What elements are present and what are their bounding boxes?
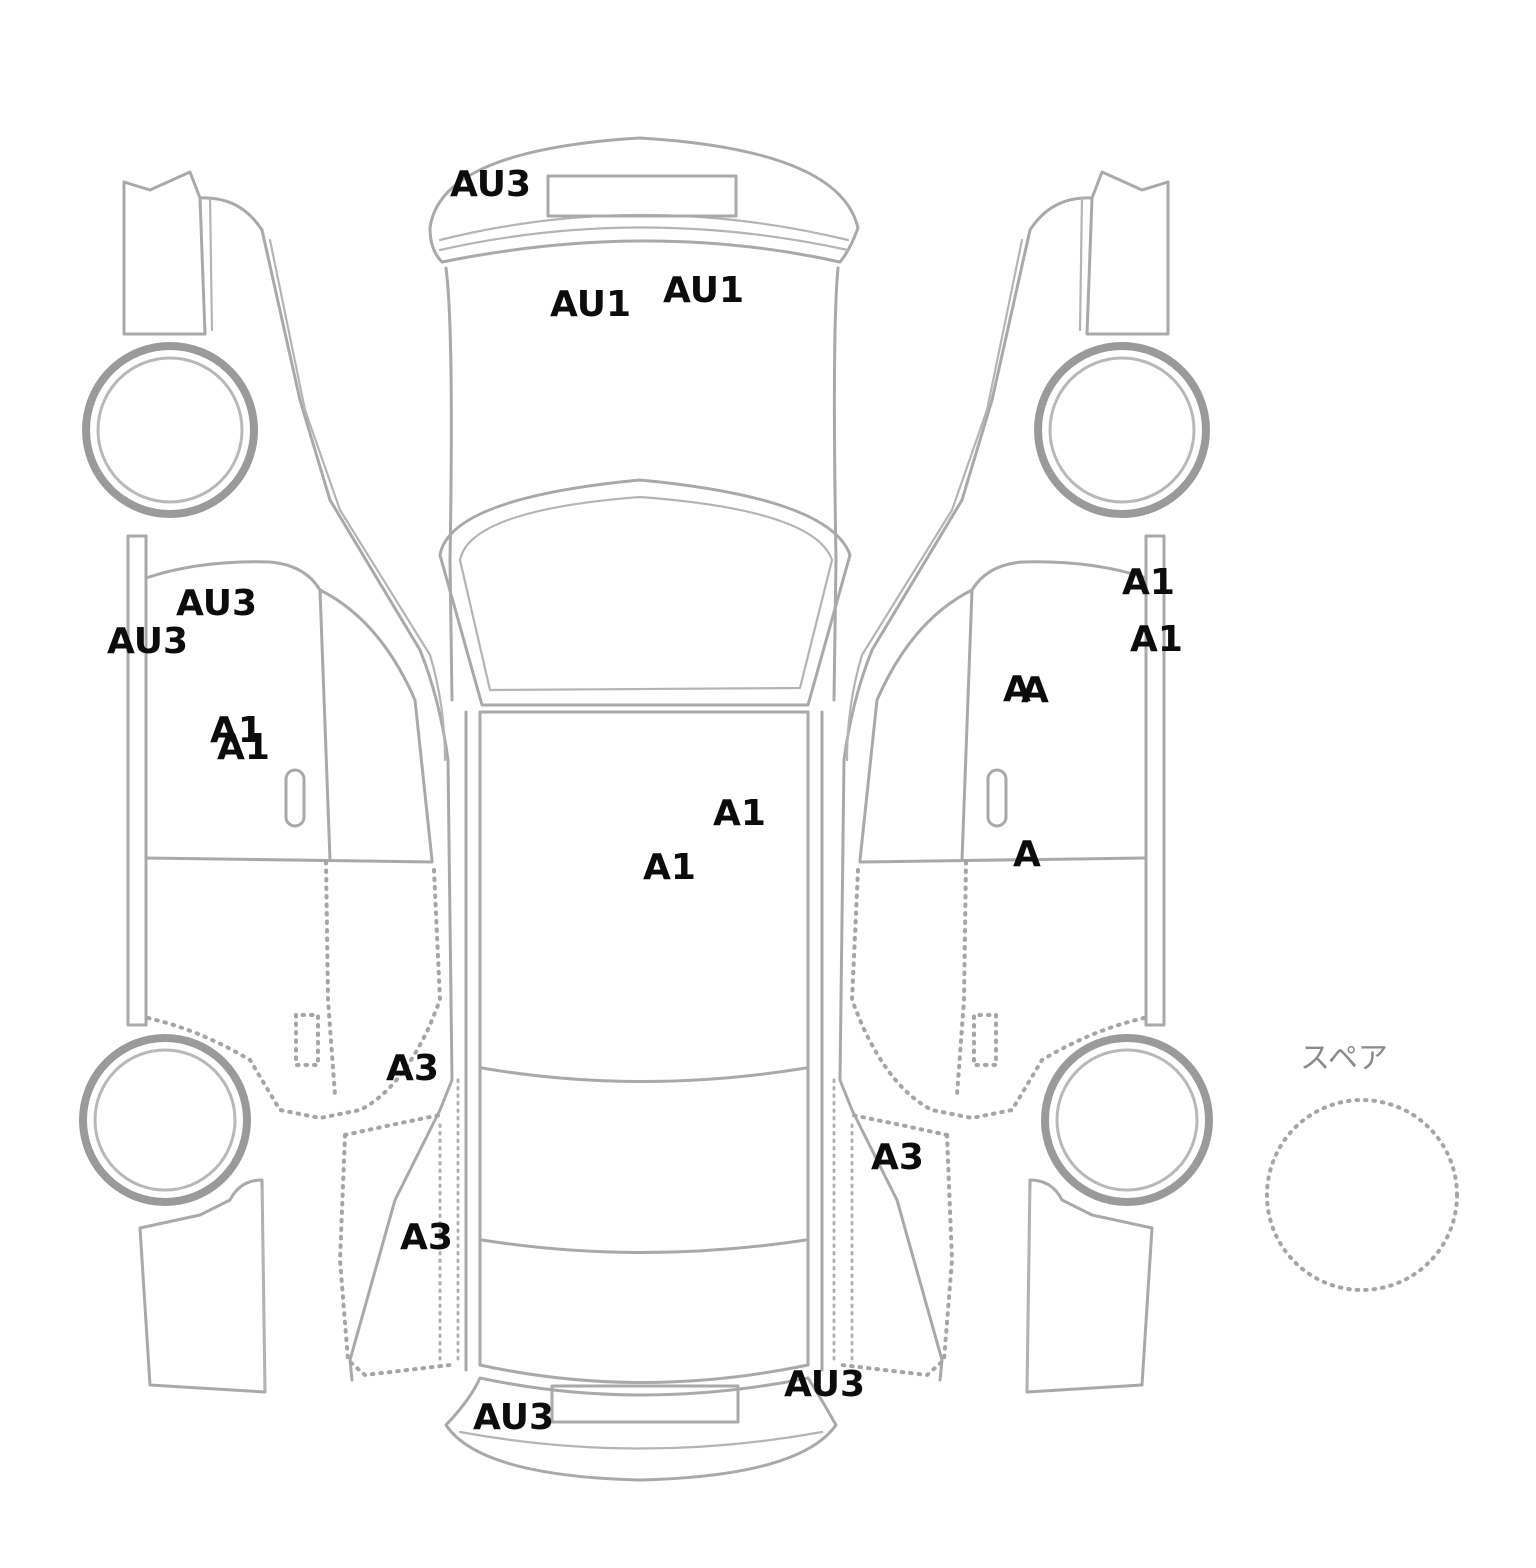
mark-left-door-1: A1	[210, 710, 263, 751]
mark-right-pillar-2: A1	[1130, 619, 1183, 660]
mark-right-pillar-1: A1	[1122, 562, 1175, 603]
spare-tire: スペア	[1265, 1041, 1459, 1292]
right-rear-wheel	[1041, 1034, 1213, 1206]
mark-rear-bumper-right: AU3	[784, 1364, 865, 1405]
mark-hood-right: AU1	[663, 270, 744, 311]
right-front-wheel	[1034, 342, 1210, 518]
right-side-view	[832, 170, 1213, 1394]
mark-roof-1: A1	[713, 793, 766, 834]
mark-rear-bumper-left: AU3	[473, 1397, 554, 1438]
top-view	[428, 136, 860, 1482]
mark-left-rear-1: A3	[386, 1048, 439, 1089]
mark-left-door-upper: AU3	[176, 583, 257, 624]
mark-right-rear: A3	[871, 1137, 924, 1178]
mark-right-door-3: A	[1013, 834, 1041, 875]
mark-hood-left: AU1	[550, 284, 631, 325]
spare-label: スペア	[1300, 1041, 1388, 1076]
left-front-wheel	[82, 342, 258, 518]
left-side-view	[79, 170, 460, 1394]
mark-right-door-1: A	[1003, 669, 1031, 710]
mark-roof-2: A1	[643, 847, 696, 888]
damage-marks: AU3 AU1 AU1 AU3 AU3 A1 A1 A3 A3 A1 A1 A1…	[107, 164, 1183, 1438]
left-rear-wheel	[79, 1034, 251, 1206]
mark-right-door-2: A	[1021, 670, 1049, 711]
mark-left-rear-2: A3	[400, 1217, 453, 1258]
mark-front-bumper: AU3	[450, 164, 531, 205]
mark-left-door-2: A1	[217, 727, 270, 768]
mark-left-pillar: AU3	[107, 621, 188, 662]
